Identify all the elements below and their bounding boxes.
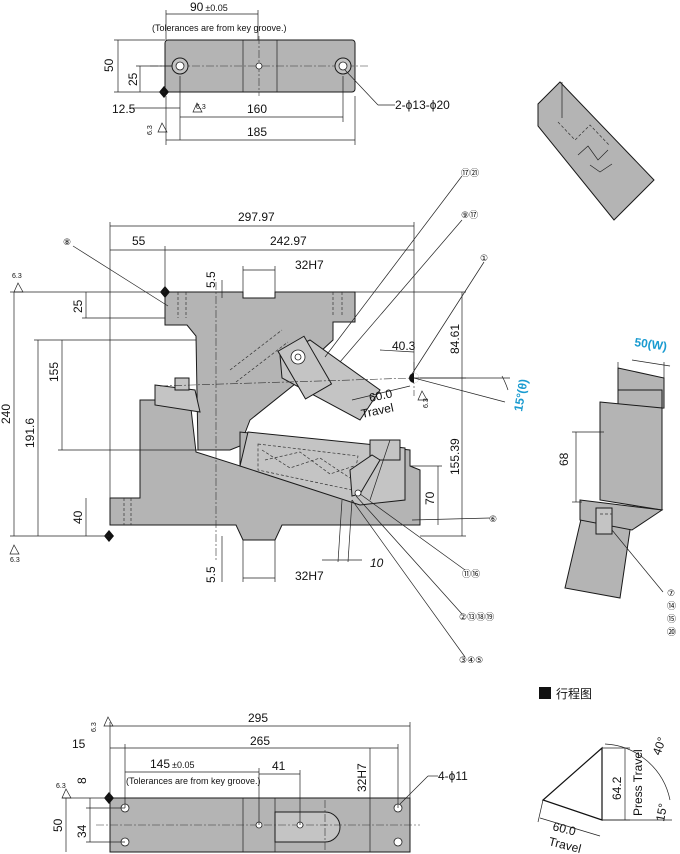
callout-1: ①: [480, 253, 488, 263]
callout-17-21: ⑰㉑: [461, 168, 479, 178]
front-dim-242-97: 242.97: [270, 234, 307, 248]
roughness-mark: 6.3: [10, 557, 20, 564]
front-dim-25: 25: [71, 299, 85, 313]
front-dim-32h7-top: 32H7: [295, 258, 324, 272]
bottom-dim-295: 295: [248, 711, 268, 725]
callout-15: ⑮: [667, 614, 676, 624]
travel-press-label: Press Travel: [631, 749, 645, 816]
travel-diagram: 行程图 64.2 Press Travel 40° 15° 60.0 Trave…: [537, 686, 672, 854]
callout-8: ⑧: [63, 237, 71, 247]
travel-dim-64-2: 64.2: [610, 776, 624, 800]
top-tol-note: (Tolerances are from key groove.): [152, 23, 287, 33]
front-travel-label: Travel: [360, 400, 395, 421]
front-dim-84-61: 84.61: [448, 324, 462, 354]
travel-angle-40: 40°: [650, 735, 669, 757]
front-dim-240: 240: [0, 404, 13, 424]
side-view: 50(W) 68: [557, 335, 671, 599]
top-dim-25: 25: [126, 72, 140, 86]
front-dim-32h7-bottom: 32H7: [295, 569, 324, 583]
top-hole-note: 2-ϕ13-ϕ20: [395, 98, 450, 112]
front-dim-155-39: 155.39: [448, 438, 462, 475]
front-dim-155: 155: [47, 362, 61, 382]
top-dim-50: 50: [102, 58, 116, 72]
roughness-mark: 6.3: [12, 273, 22, 280]
front-dim-55: 55: [132, 234, 146, 248]
callout-20: ⑳: [667, 627, 676, 637]
front-dim-60-0: 60.0: [368, 386, 394, 405]
top-dim-185: 185: [247, 125, 267, 139]
bottom-dim-32h7: 32H7: [355, 763, 369, 792]
front-dim-70: 70: [423, 491, 437, 505]
detail-view-top-right: [537, 81, 655, 221]
roughness-mark: 6.3: [147, 125, 154, 135]
travel-angle-15: 15°: [653, 802, 670, 823]
front-dim-40: 40: [71, 510, 85, 524]
callouts: ⑰㉑ ⑨⑰ ⑧ ① ⑥ ⑪⑯ ②⑬⑱⑲ ③④⑤ ⑦ ⑭ ⑮ ⑳: [63, 168, 676, 665]
callout-11-16: ⑪⑯: [462, 569, 480, 579]
callout-7: ⑦: [667, 588, 675, 598]
callout-3-4-5: ③④⑤: [459, 655, 483, 665]
front-dim-10: 10: [370, 556, 384, 570]
top-view: 90±0.05 (Tolerances are from key groove.…: [102, 0, 450, 145]
front-view: 297.97 55 242.97 32H7 5.5 240 191.6 155 …: [0, 175, 531, 658]
travel-legend-label: 行程图: [556, 686, 592, 701]
roughness-mark: 6.3: [56, 783, 66, 790]
front-dim-297-97: 297.97: [238, 210, 275, 224]
top-dim-12-5: 12.5: [112, 102, 136, 116]
travel-dim-60-0: 60.0: [551, 819, 577, 838]
legend-square: [539, 687, 551, 699]
bottom-dim-41: 41: [272, 759, 286, 773]
front-angle-15: 15°(θ): [511, 378, 530, 413]
bottom-dim-50: 50: [51, 818, 65, 832]
front-dim-5-5-top: 5.5: [204, 271, 218, 288]
front-dim-191-6: 191.6: [23, 418, 37, 448]
bottom-dim-8: 8: [75, 777, 89, 784]
bottom-dim-265: 265: [250, 734, 270, 748]
front-dim-40-3: 40.3: [392, 339, 416, 353]
top-dim-160: 160: [247, 102, 267, 116]
top-dim-90: 90±0.05: [190, 0, 228, 14]
side-dim-width: 50(W): [634, 335, 668, 353]
bottom-dim-145: 145±0.05: [150, 757, 195, 771]
bottom-dim-15: 15: [72, 737, 86, 751]
bottom-dim-34: 34: [75, 824, 89, 838]
front-dim-5-5-bottom: 5.5: [204, 566, 218, 583]
travel-travel-label: Travel: [547, 834, 582, 854]
bottom-hole-note: 4-ϕ11: [438, 769, 468, 783]
roughness-mark: 6.3: [196, 104, 206, 111]
bottom-tol-note: (Tolerances are from key groove.): [126, 776, 261, 786]
side-dim-68: 68: [557, 452, 571, 466]
callout-2-13-18-19: ②⑬⑱⑲: [459, 612, 494, 622]
callout-14: ⑭: [667, 601, 676, 611]
callout-9-17: ⑨⑰: [461, 210, 478, 220]
callout-6: ⑥: [489, 514, 497, 524]
roughness-mark: 6.3: [423, 398, 430, 408]
roughness-mark: 6.3: [91, 722, 98, 732]
bottom-view: 295 15 265 145±0.05 (Tolerances are from…: [51, 711, 468, 853]
